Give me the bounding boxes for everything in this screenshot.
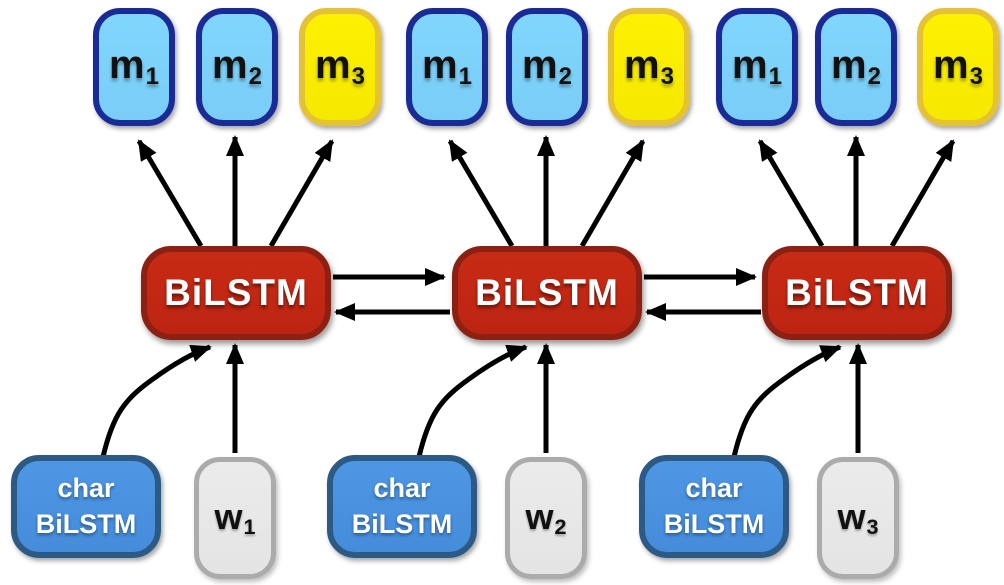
m-box-label: m2 bbox=[212, 43, 262, 91]
w-box-label: w2 bbox=[525, 496, 566, 540]
m-label-base: m bbox=[831, 43, 867, 87]
m-box-label: m1 bbox=[109, 43, 159, 91]
m2-box-1: m2 bbox=[196, 8, 278, 126]
w-label-base: w bbox=[214, 495, 243, 537]
m-label-sub: 1 bbox=[768, 63, 782, 90]
bilstm-box-3: BiLSTM bbox=[762, 246, 952, 340]
char-bilstm-label: char BiLSTM bbox=[352, 471, 453, 541]
w-label-sub: 3 bbox=[866, 514, 879, 540]
m1-box-2: m1 bbox=[406, 8, 488, 126]
arrow-charbilstm2-to-bilstm2 bbox=[416, 344, 528, 458]
w-label-sub: 1 bbox=[243, 514, 256, 540]
m1-box-1: m1 bbox=[93, 8, 175, 126]
m-label-sub: 3 bbox=[351, 63, 365, 90]
arrow-charbilstm3-to-bilstm3 bbox=[731, 344, 842, 458]
m-label-base: m bbox=[315, 43, 351, 87]
m-label-sub: 2 bbox=[248, 63, 262, 90]
m-label-base: m bbox=[522, 43, 558, 87]
char-bilstm-box-1: char BiLSTM bbox=[11, 455, 161, 558]
arrow-bilstm1-to-m1 bbox=[136, 139, 204, 248]
m-label-sub: 3 bbox=[969, 63, 983, 90]
m-label-sub: 2 bbox=[867, 63, 881, 90]
m-label-base: m bbox=[422, 43, 458, 87]
w-label-sub: 2 bbox=[554, 514, 567, 540]
arrow-bilstm2-to-m1 bbox=[447, 139, 515, 248]
m-label-base: m bbox=[933, 43, 969, 87]
m-label-base: m bbox=[212, 43, 248, 87]
m-label-sub: 2 bbox=[558, 63, 572, 90]
m2-box-3: m2 bbox=[815, 8, 897, 126]
char-bilstm-line1: char bbox=[685, 473, 743, 504]
char-bilstm-line2: BiLSTM bbox=[351, 508, 453, 539]
char-bilstm-line2: BiLSTM bbox=[663, 508, 765, 539]
m-box-label: m3 bbox=[933, 43, 983, 91]
w-box-label: w1 bbox=[214, 496, 255, 540]
m3-box-3: m3 bbox=[917, 8, 999, 126]
w-box-label: w3 bbox=[837, 496, 878, 540]
m-label-base: m bbox=[732, 43, 768, 87]
m-box-label: m1 bbox=[732, 43, 782, 91]
bilstm-box-1: BiLSTM bbox=[141, 246, 331, 340]
m-box-label: m2 bbox=[831, 43, 881, 91]
m-box-label: m2 bbox=[522, 43, 572, 91]
m-label-sub: 1 bbox=[145, 63, 159, 90]
m1-box-3: m1 bbox=[716, 8, 798, 126]
char-bilstm-label: char BiLSTM bbox=[36, 471, 137, 541]
m2-box-2: m2 bbox=[506, 8, 588, 126]
arrow-bilstm3-to-m1 bbox=[757, 139, 825, 248]
m-box-label: m1 bbox=[422, 43, 472, 91]
char-bilstm-box-2: char BiLSTM bbox=[327, 455, 477, 558]
bilstm-label: BiLSTM bbox=[164, 272, 308, 313]
m-box-label: m3 bbox=[315, 43, 365, 91]
char-bilstm-label: char BiLSTM bbox=[664, 471, 765, 541]
bilstm-label: BiLSTM bbox=[785, 272, 929, 313]
char-bilstm-line1: char bbox=[373, 473, 431, 504]
m3-box-2: m3 bbox=[608, 8, 690, 126]
arrow-bilstm3-to-m3 bbox=[889, 139, 956, 248]
m3-box-1: m3 bbox=[299, 8, 381, 126]
w3-box: w3 bbox=[817, 457, 899, 579]
char-bilstm-box-3: char BiLSTM bbox=[639, 455, 789, 558]
m-label-sub: 1 bbox=[458, 63, 472, 90]
arrow-charbilstm1-to-bilstm1 bbox=[100, 344, 212, 458]
arrow-bilstm1-to-m3 bbox=[268, 139, 335, 248]
m-label-base: m bbox=[624, 43, 660, 87]
m-label-sub: 3 bbox=[660, 63, 674, 90]
m-label-base: m bbox=[109, 43, 145, 87]
bilstm-box-2: BiLSTM bbox=[452, 246, 642, 340]
bilstm-label: BiLSTM bbox=[475, 272, 619, 313]
arrow-bilstm2-to-m3 bbox=[579, 139, 646, 248]
char-bilstm-line1: char bbox=[57, 473, 115, 504]
w1-box: w1 bbox=[194, 457, 276, 579]
w-label-base: w bbox=[837, 495, 866, 537]
char-bilstm-line2: BiLSTM bbox=[35, 508, 137, 539]
m-box-label: m3 bbox=[624, 43, 674, 91]
w-label-base: w bbox=[525, 495, 554, 537]
w2-box: w2 bbox=[505, 457, 587, 579]
